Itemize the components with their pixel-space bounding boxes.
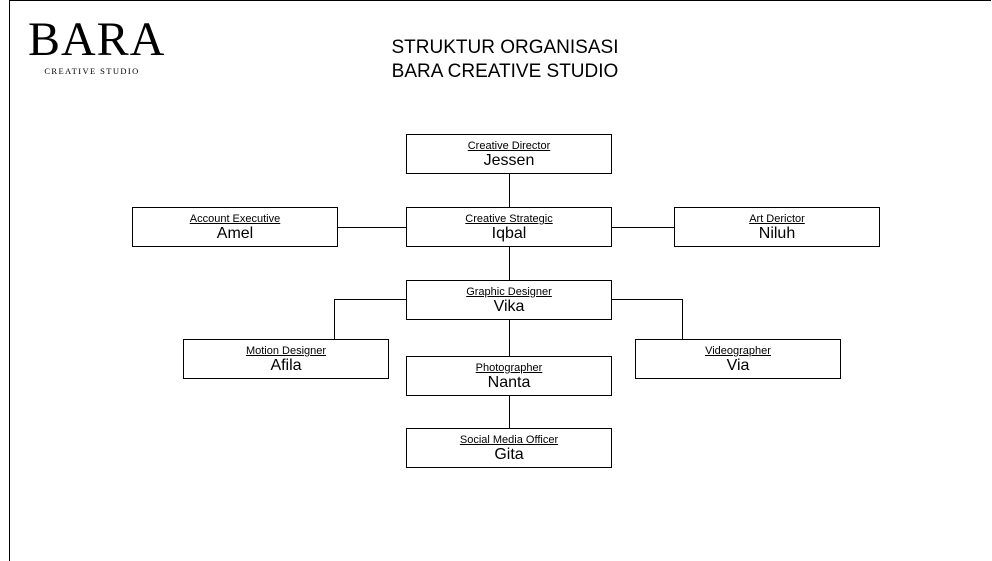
person-name: Gita bbox=[494, 446, 524, 463]
role-label: Creative Strategic bbox=[465, 213, 553, 225]
logo-word: BARA bbox=[28, 13, 166, 66]
node-graphic-designer: Graphic Designer Vika bbox=[406, 280, 612, 320]
person-name: Jessen bbox=[483, 152, 535, 169]
logo-subtitle: CREATIVE STUDIO bbox=[44, 66, 140, 76]
node-videographer: Videographer Via bbox=[635, 339, 841, 379]
role-label: Account Executive bbox=[189, 213, 281, 225]
connector-graphic-video bbox=[611, 299, 683, 339]
person-name: Vika bbox=[493, 298, 525, 315]
page-title: STRUKTUR ORGANISASI BARA CREATIVE STUDIO bbox=[330, 36, 680, 84]
node-creative-strategic: Creative Strategic Iqbal bbox=[406, 207, 612, 247]
node-social-media-officer: Social Media Officer Gita bbox=[406, 428, 612, 468]
role-label: Motion Designer bbox=[245, 345, 327, 357]
role-label: Art Derictor bbox=[749, 213, 805, 225]
person-name: Nanta bbox=[487, 374, 531, 391]
node-creative-director: Creative Director Jessen bbox=[406, 134, 612, 174]
role-label: Graphic Designer bbox=[466, 286, 552, 298]
person-name: Via bbox=[726, 357, 750, 374]
person-name: Amel bbox=[216, 225, 254, 242]
node-account-executive: Account Executive Amel bbox=[132, 207, 338, 247]
node-motion-designer: Motion Designer Afila bbox=[183, 339, 389, 379]
person-name: Afila bbox=[270, 357, 302, 374]
person-name: Niluh bbox=[758, 225, 796, 242]
page-frame bbox=[9, 0, 991, 561]
title-line-2: BARA CREATIVE STUDIO bbox=[391, 61, 619, 82]
node-photographer: Photographer Nanta bbox=[406, 356, 612, 396]
title-line-1: STRUKTUR ORGANISASI bbox=[391, 37, 619, 58]
role-label: Creative Director bbox=[467, 140, 551, 152]
logo: BARA CREATIVE STUDIO bbox=[28, 13, 166, 77]
node-art-director: Art Derictor Niluh bbox=[674, 207, 880, 247]
role-label: Videographer bbox=[705, 345, 771, 357]
connector-graphic-motion bbox=[334, 299, 406, 339]
person-name: Iqbal bbox=[491, 225, 527, 242]
role-label: Social Media Officer bbox=[459, 434, 559, 446]
role-label: Photographer bbox=[475, 362, 543, 374]
